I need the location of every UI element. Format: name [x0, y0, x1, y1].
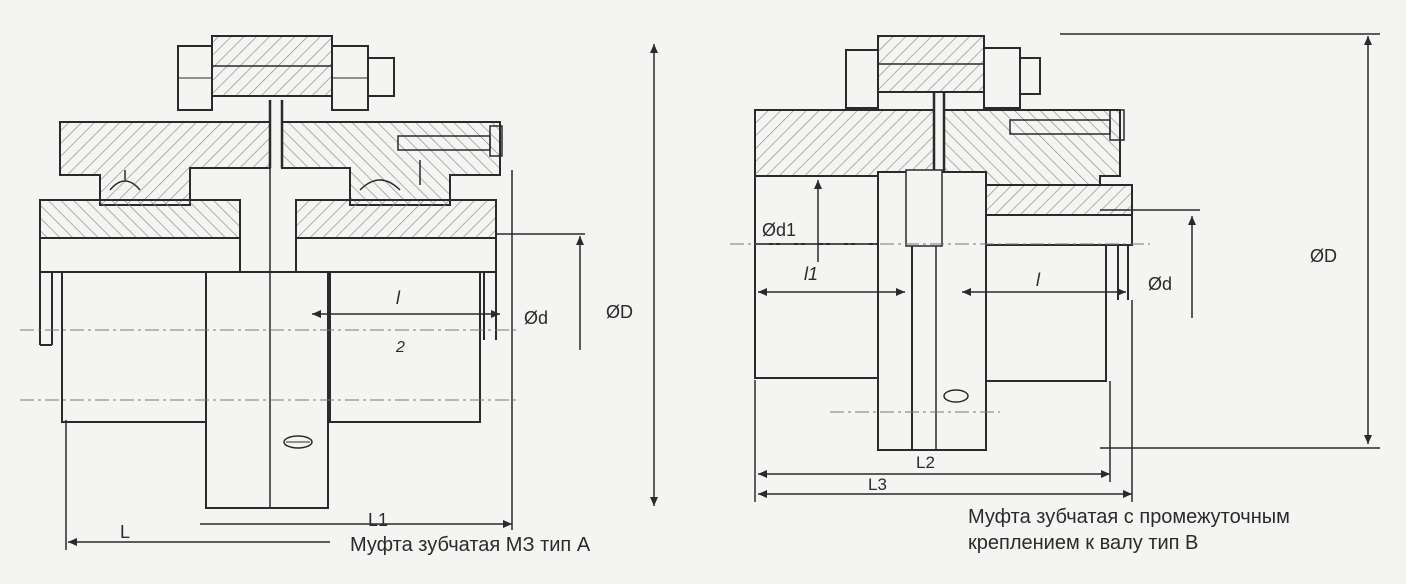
- dims-b: [754, 33, 1380, 502]
- sleeve-a: [59, 100, 501, 206]
- label-d-a: Ød: [524, 308, 548, 328]
- label-2-a: 2: [395, 339, 405, 356]
- hub-a-left: [39, 199, 241, 423]
- label-d-b: Ød: [1148, 274, 1172, 294]
- dims-a: [65, 44, 658, 550]
- label-l1-b: l1: [804, 264, 818, 284]
- label-L3-b: L3: [868, 475, 887, 494]
- bolt-a: [177, 35, 395, 111]
- shaft-b: [877, 169, 987, 451]
- label-l-a: l: [396, 288, 401, 308]
- hub-b: [959, 184, 1133, 382]
- label-L1-a: L1: [368, 510, 388, 530]
- coupling-type-a: [20, 35, 520, 509]
- label-D-a: ØD: [606, 302, 633, 322]
- label-l-b: l: [1036, 270, 1041, 290]
- caption-type-a: Муфта зубчатая МЗ тип А: [350, 534, 591, 556]
- shaft-a: [205, 168, 329, 509]
- label-L2-b: L2: [916, 453, 935, 472]
- coupling-type-b: [730, 35, 1150, 451]
- label-d1-b: Ød1: [762, 220, 796, 240]
- caption-type-b-line1: Муфта зубчатая с промежуточным: [968, 506, 1290, 528]
- sleeve-b: [754, 92, 1125, 186]
- label-D-b: ØD: [1310, 246, 1337, 266]
- bolt-b: [845, 35, 1041, 109]
- caption-type-b-line2: креплением к валу тип В: [968, 532, 1199, 554]
- label-L-a: L: [120, 522, 130, 542]
- hub-a-right: [295, 199, 497, 423]
